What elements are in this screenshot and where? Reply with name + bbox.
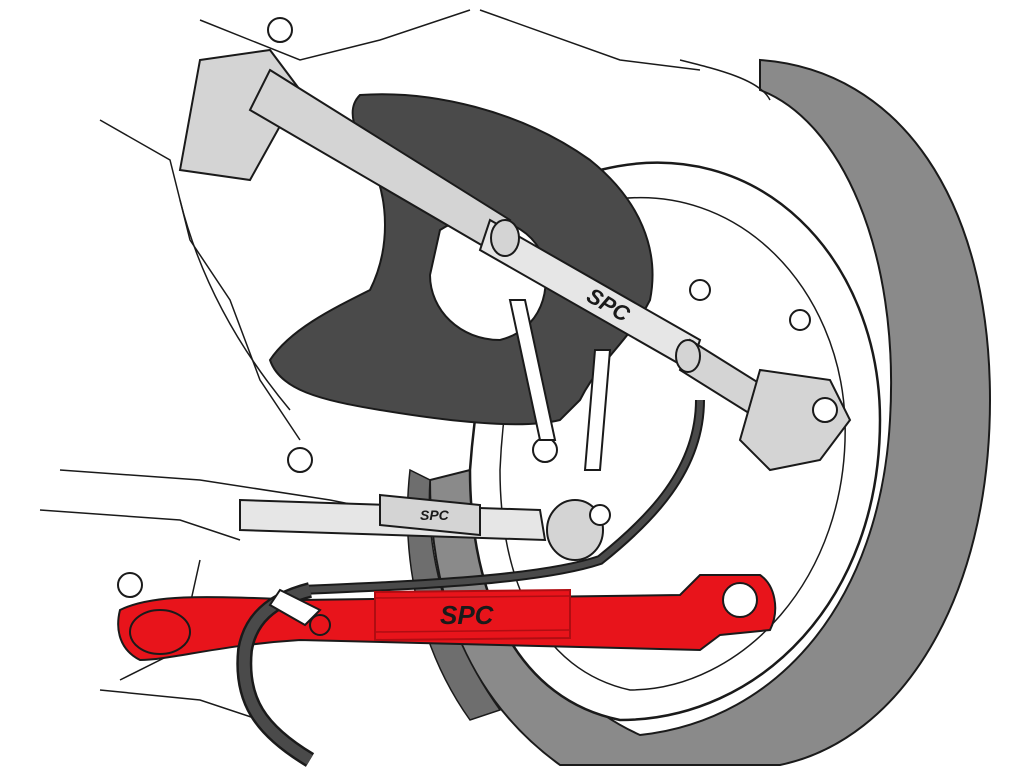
knuckle-arm-end [738, 368, 852, 472]
sway-bar-end-link [508, 299, 612, 471]
brake-line [299, 399, 705, 595]
bolts [117, 17, 811, 598]
lower-arm-logo: SPC [440, 600, 495, 630]
sway-bar [236, 582, 322, 767]
bolt-lower-center [532, 437, 558, 463]
bolt-mid [689, 279, 711, 301]
upper-arm-adjuster: SPC [478, 218, 772, 422]
bolt-right [789, 309, 811, 331]
upper-control-arm [178, 48, 512, 252]
toe-link-logo: SPC [420, 507, 450, 523]
bolt-top [267, 17, 293, 43]
bolt-left-lower [287, 447, 313, 473]
lower-control-arm-highlighted: SPC [117, 574, 777, 662]
bolt-far-left [117, 572, 143, 598]
toe-link: SPC [239, 493, 611, 561]
